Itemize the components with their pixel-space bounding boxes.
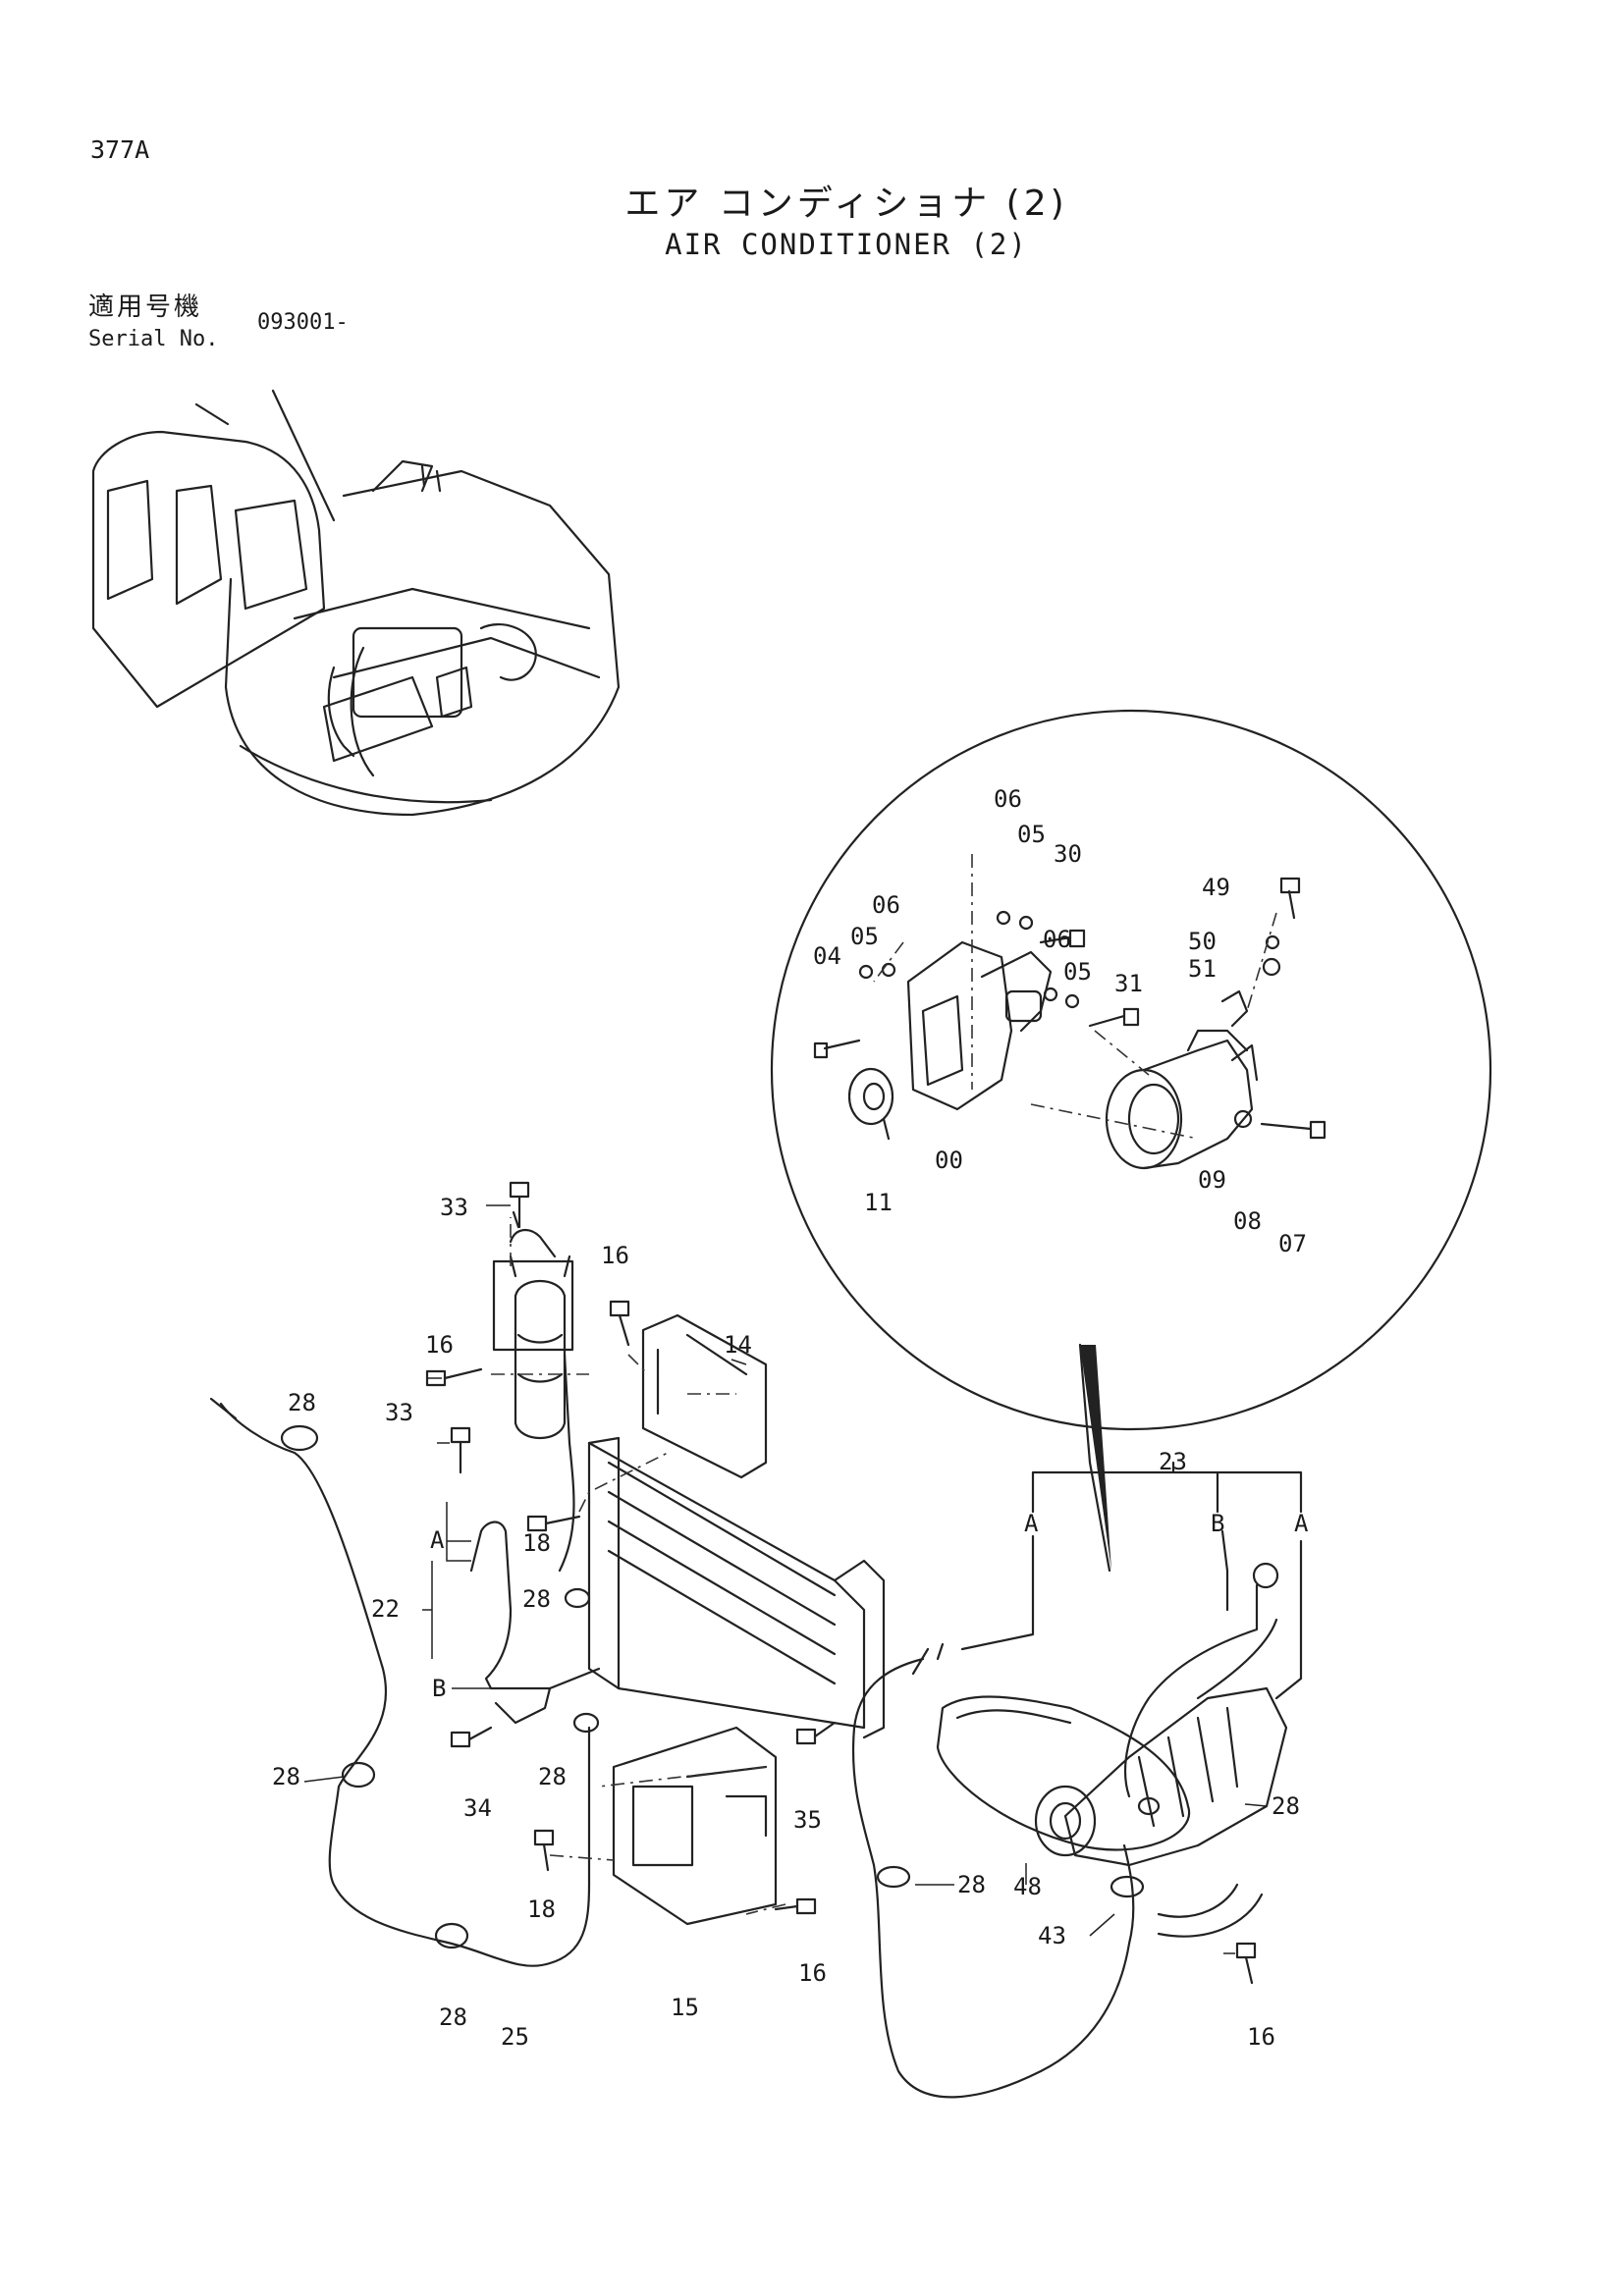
- serial-label-english: Serial No.: [88, 327, 219, 351]
- callout-51: 51: [1188, 955, 1217, 983]
- callout-28: 28: [1272, 1792, 1300, 1820]
- callout-16: 16: [798, 1959, 827, 1987]
- callout-28: 28: [288, 1389, 316, 1416]
- callout-16: 16: [601, 1242, 629, 1269]
- callout-31: 31: [1114, 970, 1143, 997]
- callout-label-b: B: [1211, 1510, 1224, 1537]
- callout-label-a: A: [1294, 1510, 1309, 1537]
- callout-label-a: A: [1024, 1510, 1039, 1537]
- callout-06: 06: [872, 891, 900, 919]
- callout-08: 08: [1233, 1207, 1262, 1235]
- serial-label-japanese: 適用号機: [88, 293, 203, 322]
- callout-25: 25: [501, 2023, 529, 2051]
- callout-06: 06: [1043, 926, 1071, 953]
- callout-33: 33: [440, 1194, 468, 1221]
- callout-43: 43: [1038, 1922, 1066, 1949]
- callout-28: 28: [439, 2003, 467, 2031]
- callout-label-a: A: [430, 1526, 445, 1554]
- callout-16: 16: [1247, 2023, 1275, 2051]
- excavator-overview: [91, 389, 621, 817]
- callout-28: 28: [538, 1763, 567, 1790]
- callout-35: 35: [793, 1806, 822, 1834]
- callout-06: 06: [994, 785, 1022, 813]
- callout-23: 23: [1159, 1448, 1187, 1475]
- page-title-english: AIR CONDITIONER (2): [665, 228, 1028, 261]
- callout-11: 11: [864, 1189, 893, 1216]
- callout-34: 34: [463, 1794, 492, 1822]
- compressor-assembly: [851, 1461, 1303, 2099]
- callout-18: 18: [527, 1896, 556, 1923]
- compressor-detail-circle: [770, 709, 1492, 1573]
- callout-28: 28: [272, 1763, 300, 1790]
- callout-48: 48: [1013, 1873, 1042, 1900]
- callout-14: 14: [724, 1331, 752, 1359]
- page-code: 377A: [90, 135, 150, 164]
- callout-07: 07: [1278, 1230, 1307, 1257]
- callout-30: 30: [1054, 840, 1082, 868]
- callout-labels: 06 05 30 49 06 05 06 50 04 05 51 31 00 0…: [272, 785, 1309, 2051]
- callout-00: 00: [935, 1147, 963, 1174]
- callout-22: 22: [371, 1595, 400, 1623]
- callout-04: 04: [813, 942, 841, 970]
- callout-05: 05: [1017, 821, 1046, 848]
- callout-28: 28: [957, 1871, 986, 1898]
- callout-05: 05: [1063, 958, 1092, 986]
- serial-number-value: 093001-: [257, 310, 349, 335]
- callout-28: 28: [522, 1585, 551, 1613]
- callout-49: 49: [1202, 874, 1230, 901]
- callout-05: 05: [850, 923, 879, 950]
- callout-16: 16: [425, 1331, 454, 1359]
- callout-label-b: B: [432, 1675, 446, 1702]
- callout-09: 09: [1198, 1166, 1226, 1194]
- page-title-japanese: エア コンディショナ (2): [624, 184, 1068, 224]
- condenser-assembly: [209, 1181, 886, 1967]
- callout-50: 50: [1188, 928, 1217, 955]
- callout-15: 15: [671, 1994, 699, 2021]
- callout-33: 33: [385, 1399, 413, 1426]
- callout-18: 18: [522, 1529, 551, 1557]
